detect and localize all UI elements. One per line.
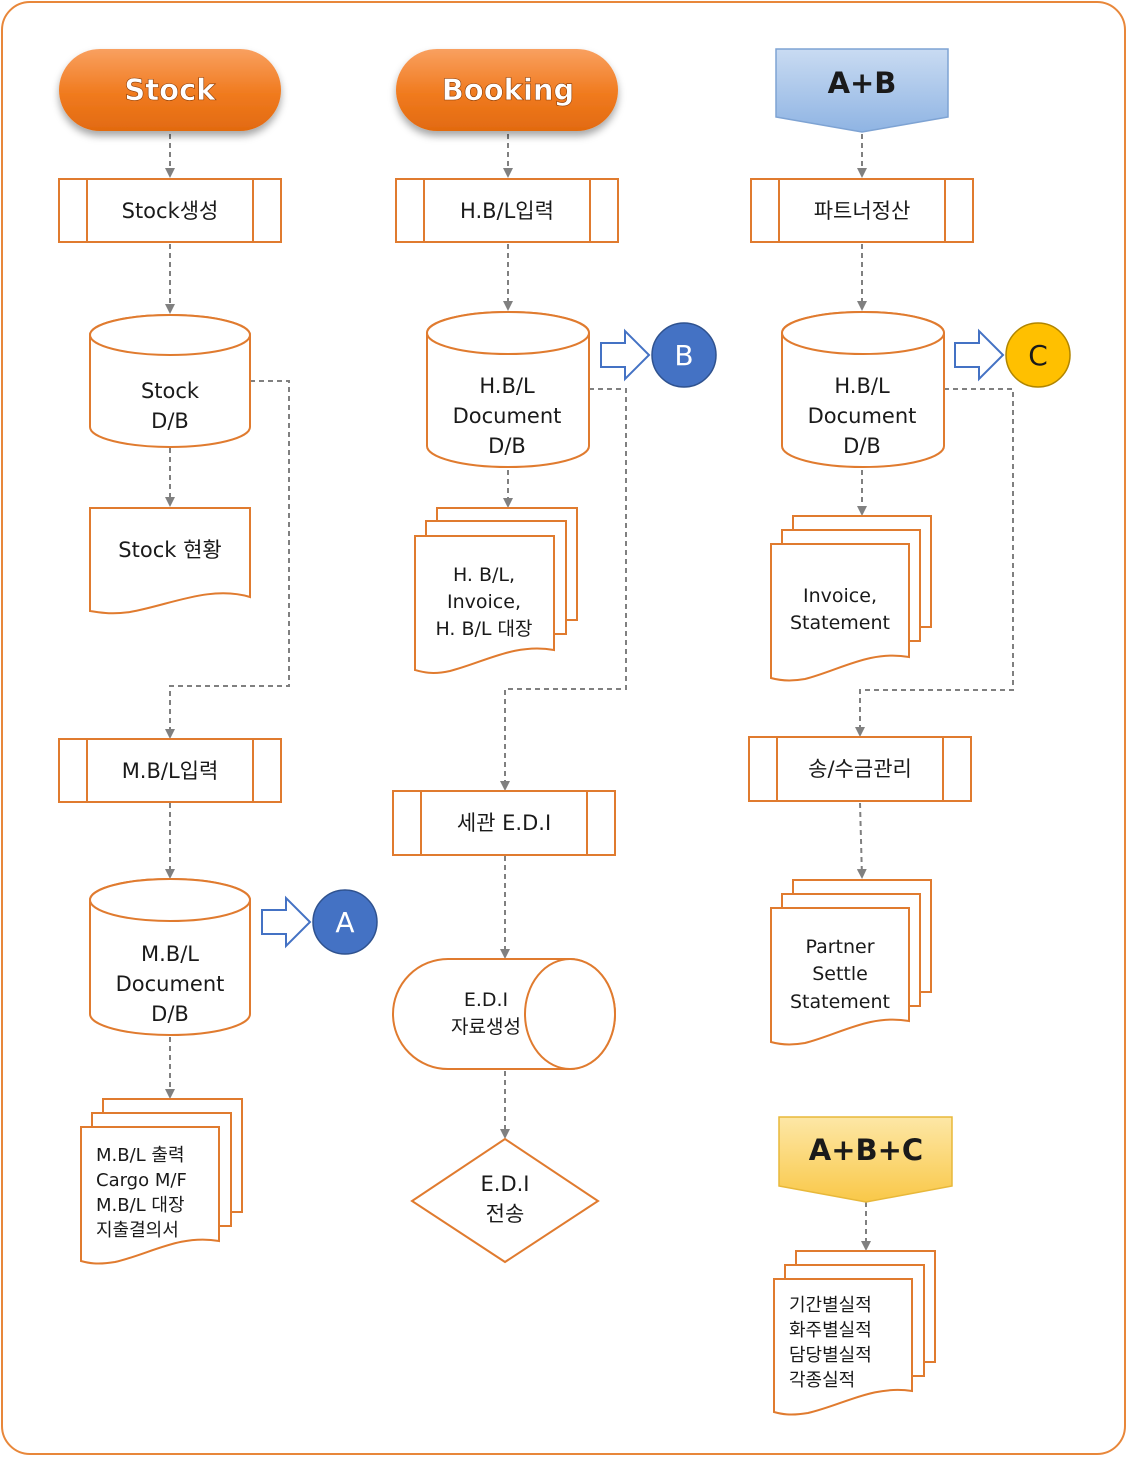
doc-performance-line3: 담당별실적 <box>789 1345 872 1366</box>
db-hbl-b-line1: H.B/L <box>479 374 535 398</box>
db-mbl-line2: Document <box>116 972 225 996</box>
doc-performance-multi: 기간별실적 화주별실적 담당별실적 각종실적 <box>773 1250 936 1416</box>
doc-invoice-line2: Statement <box>790 612 890 634</box>
process-stock-create-label: Stock생성 <box>122 199 219 223</box>
process-customs-edi: 세관 E.D.I <box>392 790 616 856</box>
process-stock-create: Stock생성 <box>58 178 282 243</box>
connector-a <box>312 889 378 955</box>
doc-stock-status: Stock 현황 <box>89 507 251 615</box>
decision-edi-send: E.D.I 전송 <box>410 1137 600 1264</box>
doc-mbl-multi: M.B/L 출력 Cargo M/F M.B/L 대장 지출결의서 <box>80 1098 243 1265</box>
db-stock-line1: Stock <box>141 379 200 403</box>
doc-hbl-line1: H. B/L, <box>453 564 515 586</box>
process-partner-settle-label: 파트너정산 <box>814 199 911 223</box>
process-remittance-label: 송/수금관리 <box>808 757 912 781</box>
storage-edi-line1: E.D.I <box>464 989 508 1011</box>
db-mbl-line1: M.B/L <box>141 942 199 966</box>
connector-a-label: A <box>335 906 354 939</box>
doc-partner-line1: Partner <box>805 936 874 958</box>
decision-edi-line1: E.D.I <box>481 1172 530 1196</box>
ab-header-label: A+B <box>828 66 897 100</box>
process-hbl-input: H.B/L입력 <box>395 178 619 243</box>
process-customs-edi-label: 세관 E.D.I <box>457 811 551 835</box>
db-hbl-b-line3: D/B <box>488 434 526 458</box>
db-hbl-c-line3: D/B <box>843 434 881 458</box>
doc-mbl-line3: M.B/L 대장 <box>96 1195 185 1216</box>
abc-header-label: A+B+C <box>809 1133 923 1167</box>
booking-header-label: Booking <box>442 73 575 107</box>
doc-hbl-line2: Invoice, <box>447 591 521 613</box>
connector-lines <box>165 134 1014 1251</box>
ab-offpage-connector <box>775 48 949 133</box>
db-mbl-line3: D/B <box>151 1002 189 1026</box>
db-mbl-document: M.B/L Document D/B <box>89 878 251 1036</box>
stock-header-label: Stock <box>124 73 216 107</box>
doc-stock-status-line1: Stock 현황 <box>118 538 221 562</box>
doc-partner-line2: Settle <box>812 963 868 985</box>
process-mbl-input: M.B/L입력 <box>58 738 282 803</box>
doc-invoice-line1: Invoice, <box>803 585 877 607</box>
doc-partner-multi: Partner Settle Statement <box>770 879 932 1046</box>
doc-mbl-line4: 지출결의서 <box>96 1220 179 1241</box>
process-mbl-input-label: M.B/L입력 <box>122 759 219 783</box>
connector-b-label: B <box>674 339 693 372</box>
connector-b <box>651 322 717 388</box>
doc-mbl-line1: M.B/L 출력 <box>96 1145 185 1166</box>
process-remittance: 송/수금관리 <box>748 736 972 802</box>
doc-performance-line1: 기간별실적 <box>789 1295 872 1316</box>
process-hbl-input-label: H.B/L입력 <box>460 199 554 223</box>
doc-hbl-line3: H. B/L 대장 <box>435 618 532 640</box>
connector-c-label: C <box>1028 339 1048 372</box>
connector-c <box>1005 322 1071 388</box>
db-hbl-b-line2: Document <box>453 404 562 428</box>
booking-header <box>396 49 618 131</box>
doc-partner-line3: Statement <box>790 991 890 1013</box>
doc-performance-line4: 각종실적 <box>789 1370 855 1391</box>
doc-mbl-line2: Cargo M/F <box>96 1170 187 1191</box>
doc-hbl-multi: H. B/L, Invoice, H. B/L 대장 <box>414 507 578 674</box>
stock-header <box>59 49 281 131</box>
db-hbl-c-line2: Document <box>808 404 917 428</box>
db-stock: Stock D/B <box>89 314 251 448</box>
db-hbl-document-c: H.B/L Document D/B <box>781 311 945 468</box>
db-stock-line2: D/B <box>151 409 189 433</box>
process-partner-settle: 파트너정산 <box>750 178 974 243</box>
db-hbl-c-line1: H.B/L <box>834 374 890 398</box>
arrow-to-connector-a <box>261 895 312 949</box>
doc-performance-line2: 화주별실적 <box>789 1320 872 1341</box>
doc-invoice-multi: Invoice, Statement <box>770 515 932 682</box>
storage-edi-line2: 자료생성 <box>451 1016 521 1038</box>
decision-edi-line2: 전송 <box>486 1202 525 1226</box>
db-hbl-document-b: H.B/L Document D/B <box>426 311 590 468</box>
abc-offpage-connector <box>778 1116 953 1203</box>
arrow-to-connector-b <box>600 328 651 382</box>
storage-edi-data: E.D.I 자료생성 <box>392 958 616 1070</box>
arrow-to-connector-c <box>954 328 1005 382</box>
